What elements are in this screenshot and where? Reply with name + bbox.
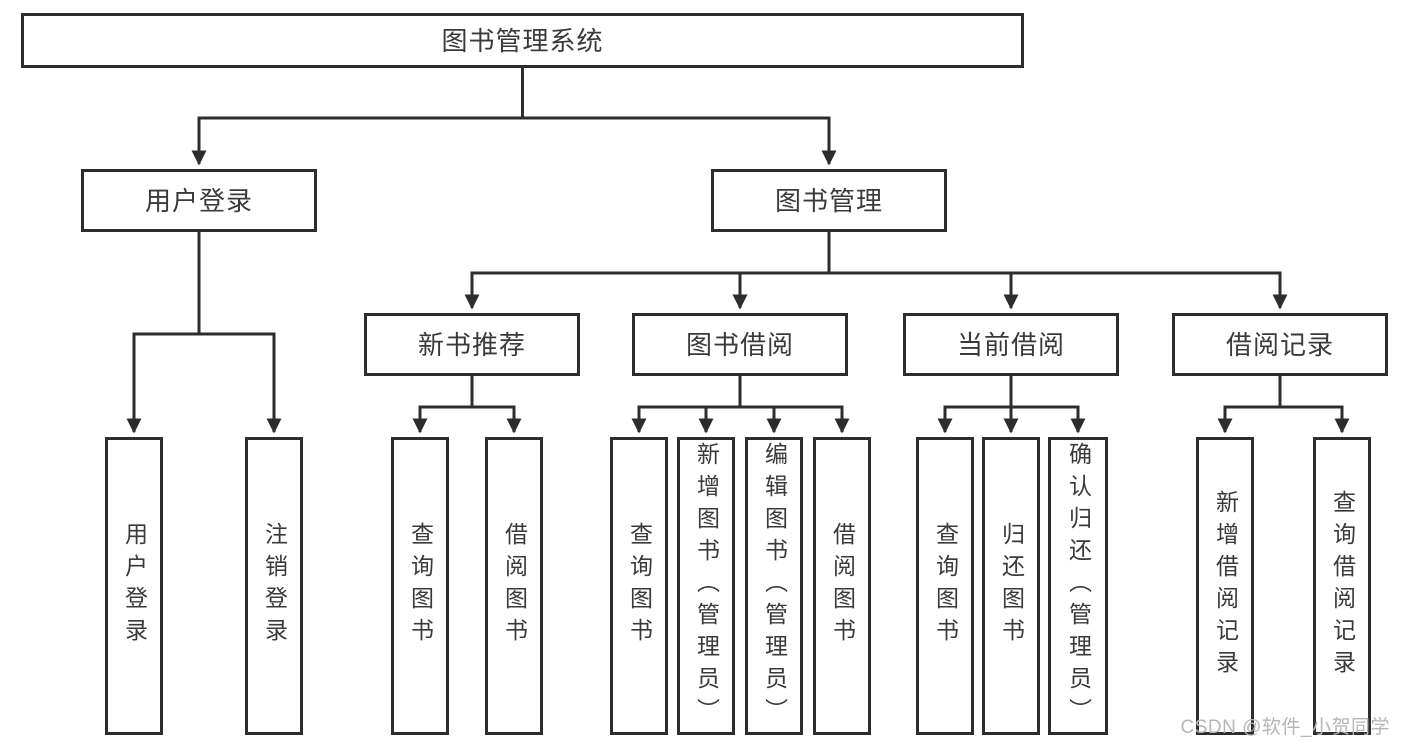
leaf-query-books-borrowing: 查询图书 <box>610 437 668 735</box>
node-user-login: 用户登录 <box>81 169 317 232</box>
leaf-add-books-admin: 新增图书（管理员） <box>677 437 735 735</box>
node-book-borrowing: 图书借阅 <box>632 313 848 376</box>
leaf-borrow-books: 借阅图书 <box>813 437 871 735</box>
leaf-return-books: 归还图书 <box>982 437 1040 735</box>
leaf-query-books-recommend: 查询图书 <box>391 437 449 735</box>
node-current-borrowing: 当前借阅 <box>903 313 1119 376</box>
node-borrowing-records: 借阅记录 <box>1172 313 1388 376</box>
csdn-watermark: CSDN @软件_小贺同学 <box>1180 717 1390 738</box>
node-book-management: 图书管理 <box>711 169 947 232</box>
node-new-book-recommend: 新书推荐 <box>364 313 580 376</box>
leaf-add-borrow-record: 新增借阅记录 <box>1196 437 1254 735</box>
leaf-edit-books-admin: 编辑图书（管理员） <box>745 437 803 735</box>
leaf-logout: 注销登录 <box>245 437 303 735</box>
node-root-library-system: 图书管理系统 <box>21 13 1024 68</box>
leaf-query-books-current: 查询图书 <box>916 437 974 735</box>
leaf-user-login: 用户登录 <box>105 437 163 735</box>
leaf-confirm-return-admin: 确认归还（管理员） <box>1048 437 1108 735</box>
leaf-query-borrow-record: 查询借阅记录 <box>1313 437 1371 735</box>
leaf-borrow-books-recommend: 借阅图书 <box>485 437 543 735</box>
